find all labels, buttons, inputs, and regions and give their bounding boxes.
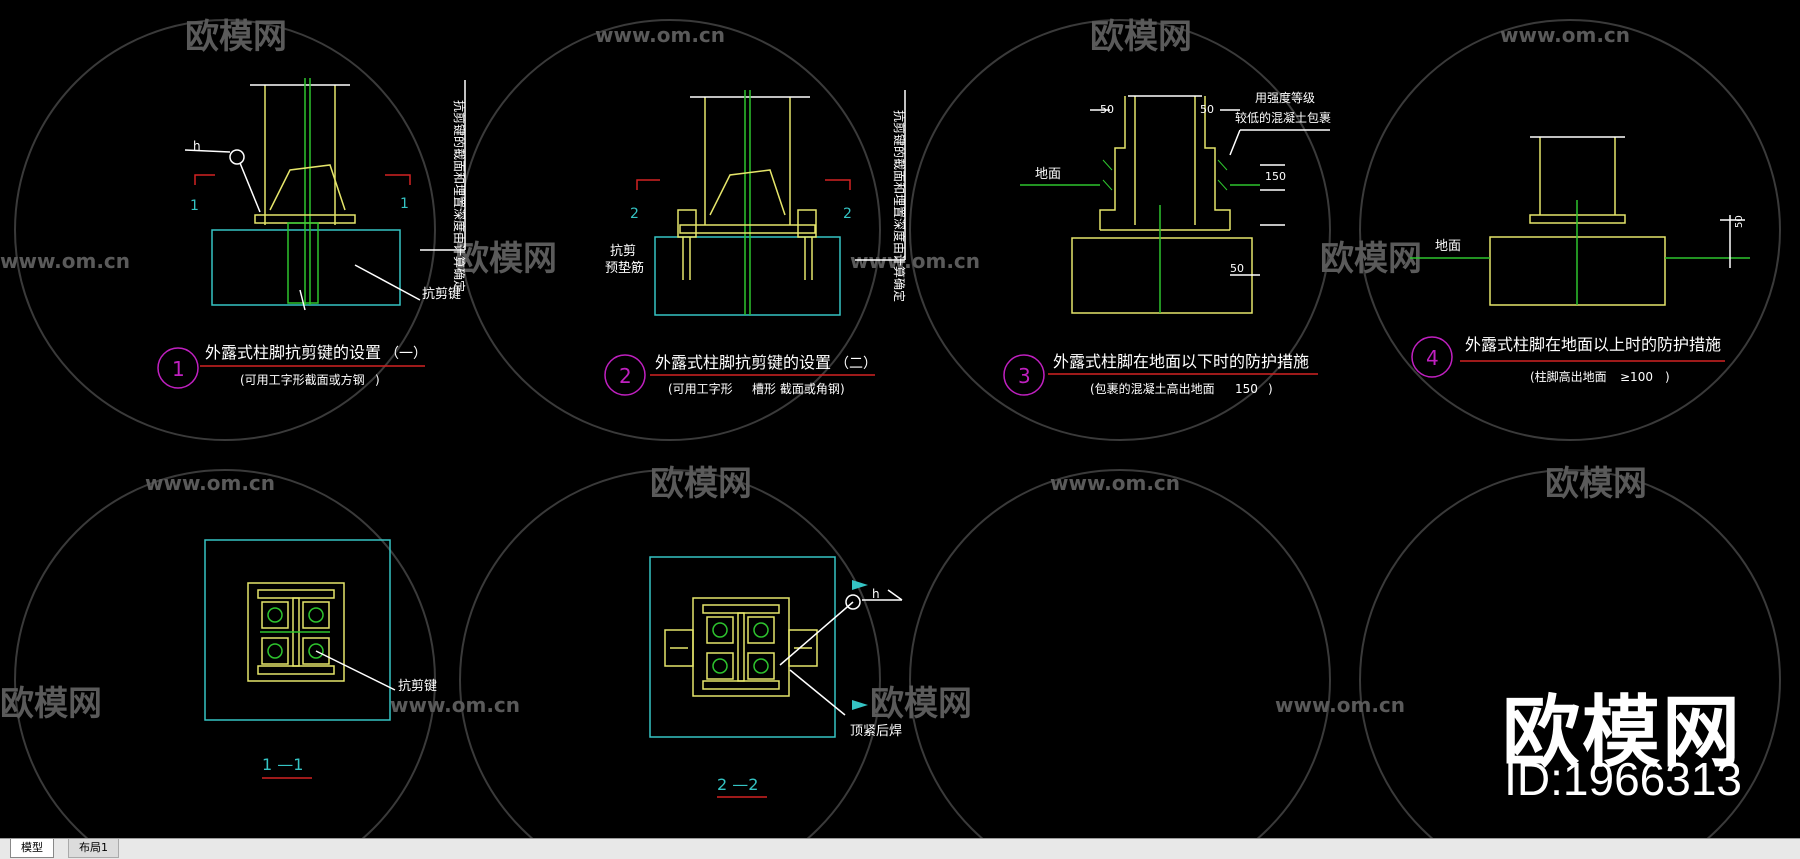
detail-1-section-mark-left: 1 (190, 198, 199, 214)
detail-4-number: 4 (1426, 346, 1439, 370)
layout-tab-bar: 模型 布局1 (0, 838, 1800, 859)
detail-2-number-circle (604, 354, 646, 396)
watermark-url-2: www.om.cn (1500, 23, 1630, 47)
detail-1-note: (可用工字形截面或方钢 (240, 372, 365, 387)
detail-3-ground-label: 地面 (1035, 167, 1061, 182)
weld-flag-icon (852, 580, 868, 590)
watermark-brand-5: 欧模网 (650, 464, 752, 504)
detail-4-note-value: ≥100 (1620, 370, 1653, 384)
section-1-1-label: 1 —1 (262, 755, 303, 774)
watermark-url-8: www.om.cn (1275, 693, 1405, 717)
detail-1-vertical-note: 抗剪键的截面和埋置深度由计算确定 (452, 100, 467, 292)
detail-2-number: 2 (619, 364, 632, 388)
detail-4-title: 外露式柱脚在地面以上时的防护措施 (1465, 335, 1721, 354)
weld-flag-icon-2 (852, 700, 868, 710)
detail-1-shear-key-label: 抗剪键 (422, 286, 461, 302)
detail-3-number-circle (1003, 354, 1045, 396)
detail-3-note-value: 150 (1235, 382, 1258, 396)
detail-4-number-circle (1411, 336, 1453, 378)
detail-3-drawing[interactable] (1020, 95, 1330, 314)
watermark-brand-7: 欧模网 (0, 684, 102, 724)
detail-2-note-mid: 槽形 截面或角钢 (752, 382, 840, 396)
watermark-url-4: www.om.cn (850, 249, 980, 273)
cad-drawing-canvas[interactable]: 欧模网 www.om.cn 欧模网 www.om.cn www.om.cn 欧模… (0, 0, 1800, 838)
detail-1-title: 外露式柱脚抗剪键的设置 (205, 343, 381, 362)
watermark-url-5: www.om.cn (145, 471, 275, 495)
tab-model[interactable]: 模型 (10, 839, 54, 858)
detail-4-note-end: ) (1665, 370, 1670, 384)
watermark-brand-3: 欧模网 (455, 239, 557, 279)
watermark-brand-4: 欧模网 (1320, 239, 1422, 279)
watermark-url-7: www.om.cn (390, 693, 520, 717)
section-2-2-drawing[interactable] (649, 556, 903, 738)
detail-3-concrete-note-1: 用强度等级 (1255, 90, 1315, 105)
section-1-1-drawing[interactable] (204, 539, 396, 721)
detail-4-note: (柱脚高出地面 (1530, 369, 1607, 384)
watermark-texts: 欧模网 www.om.cn 欧模网 www.om.cn www.om.cn 欧模… (0, 17, 1647, 724)
detail-3-concrete-note-2: 较低的混凝土包裹 (1235, 110, 1331, 125)
watermark-url-1: www.om.cn (595, 23, 725, 47)
tab-layout-1[interactable]: 布局1 (68, 839, 119, 858)
section-1-1-shear-key-label: 抗剪键 (398, 678, 437, 694)
detail-2-vertical-note: 抗剪键的截面和埋置深度由计算确定 (892, 110, 907, 302)
detail-2-pad-label: 预垫筋 (605, 260, 644, 276)
detail-1-drawing[interactable] (184, 78, 466, 311)
detail-1-paren: （一） (385, 346, 427, 362)
detail-3-number: 3 (1018, 364, 1031, 388)
detail-3-dim-50-right: 50 (1200, 103, 1214, 116)
watermark-brand-1: 欧模网 (185, 17, 287, 57)
detail-4-drawing[interactable] (1410, 136, 1750, 306)
detail-3-note: (包裹的混凝土高出地面 (1090, 381, 1215, 396)
detail-1-number: 1 (172, 357, 185, 381)
watermark-url-3: www.om.cn (0, 249, 130, 273)
detail-1-number-circle (157, 347, 199, 389)
detail-3-dim-50-bottom: 50 (1230, 262, 1244, 275)
detail-2-section-mark-left: 2 (630, 206, 639, 222)
detail-4-ground-label: 地面 (1435, 239, 1461, 254)
watermark-url-6: www.om.cn (1050, 471, 1180, 495)
watermark-brand-6: 欧模网 (1545, 464, 1647, 504)
detail-2-note: (可用工字形 (668, 381, 733, 396)
detail-3-dim-50-left: 50 (1100, 103, 1114, 116)
detail-1-note-end: ) (375, 373, 380, 387)
watermark-brand-large: 欧模网 (1501, 688, 1742, 778)
detail-3-concrete-hatch (1102, 159, 1228, 191)
detail-2-drawing[interactable] (636, 90, 906, 316)
detail-2-shear-key-label: 抗剪 (610, 243, 636, 259)
watermark-brand-2: 欧模网 (1090, 17, 1192, 57)
detail-2-title: 外露式柱脚抗剪键的设置 (655, 353, 831, 372)
detail-2-section-mark-right: 2 (843, 206, 852, 222)
section-2-2-h-mark: h (872, 587, 880, 601)
section-2-2-weld-label: 顶紧后焊 (850, 723, 902, 739)
detail-3-note-end: ) (1268, 382, 1273, 396)
detail-2-paren: （二） (835, 356, 877, 372)
detail-1-section-mark-right: 1 (400, 196, 409, 212)
watermark-circles (14, 19, 1781, 838)
detail-2-note-end: ) (840, 382, 845, 396)
watermark-brand-8: 欧模网 (870, 684, 972, 724)
detail-1-h-mark: h (193, 139, 201, 153)
watermark-id: ID:1966313 (1504, 753, 1742, 805)
detail-3-title: 外露式柱脚在地面以下时的防护措施 (1053, 352, 1309, 371)
section-2-2-label: 2 —2 (717, 775, 758, 794)
detail-4-dim-50: 50 (1734, 215, 1745, 228)
detail-3-dim-150: 150 (1265, 170, 1286, 183)
